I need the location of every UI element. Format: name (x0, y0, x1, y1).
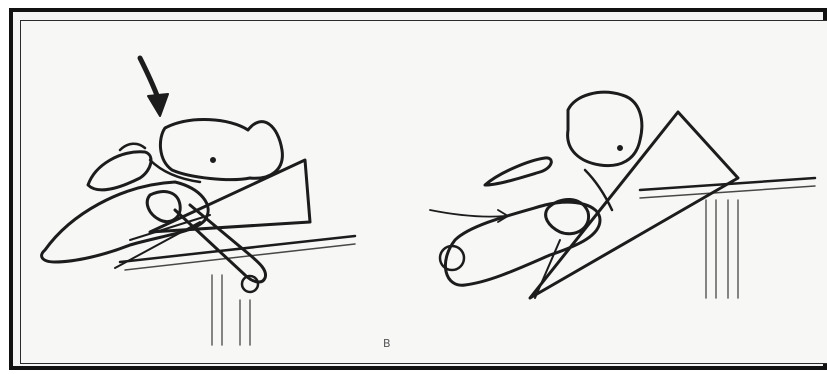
right-panel-illustration (430, 92, 815, 298)
patient-head (160, 120, 282, 180)
wedge-support-right (530, 112, 738, 298)
left-panel-illustration (42, 58, 355, 345)
instrument-tool-right (485, 158, 551, 185)
patient-body-right (445, 202, 600, 285)
table-legs-right (706, 200, 738, 298)
patient-arm (42, 182, 209, 262)
down-arrow-icon (140, 58, 168, 116)
figure-caption: B (383, 338, 391, 349)
instrument-tool (147, 192, 180, 222)
table-legs (212, 275, 250, 345)
patient-head-right (568, 92, 642, 165)
